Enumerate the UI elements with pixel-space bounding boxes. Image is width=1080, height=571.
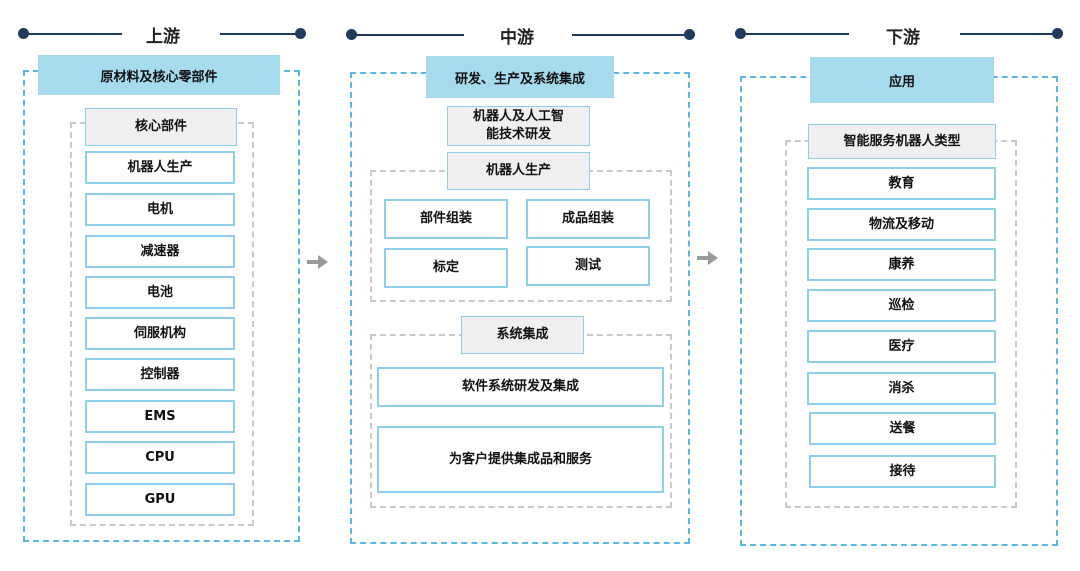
header-dot-left [18,28,29,39]
downstream-item: 巡检 [807,289,996,322]
production-item: 成品组装 [526,199,650,239]
upstream-item: GPU [85,483,235,516]
downstream-item: 教育 [807,167,996,200]
header-dot-left [346,29,357,40]
upstream-item: EMS [85,400,235,433]
header-dot-right [684,29,695,40]
upstream-item: 伺服机构 [85,317,235,350]
upstream-title: 上游 [146,27,180,47]
header-line-right [960,33,1058,35]
upstream-item: 电机 [85,193,235,226]
downstream-header: 应用 [810,57,994,103]
upstream-item: CPU [85,441,235,474]
upstream-item: 减速器 [85,235,235,268]
production-item: 部件组装 [384,199,508,239]
downstream-title: 下游 [886,28,920,48]
integration-title: 系统集成 [461,316,584,354]
rd-box: 机器人及人工智 能技术研发 [447,106,590,146]
rd-label: 机器人及人工智 能技术研发 [472,109,564,142]
header-line-left [741,33,849,35]
robot-types-title: 智能服务机器人类型 [808,124,996,159]
header-dot-right [295,28,306,39]
downstream-item: 消杀 [807,372,996,405]
header-line-right [220,33,300,35]
production-title: 机器人生产 [447,152,590,190]
upstream-header: 原材料及核心零部件 [38,55,280,95]
header-line-right [572,34,690,36]
production-item: 测试 [526,246,650,286]
header-dot-right [1052,28,1063,39]
header-dot-left [735,28,746,39]
header-line-left [352,34,464,36]
downstream-item: 康养 [807,248,996,281]
header-line-left [24,33,122,35]
midstream-header: 研发、生产及系统集成 [426,56,614,98]
midstream-title: 中游 [500,28,534,48]
upstream-item: 机器人生产 [85,151,235,184]
downstream-item: 接待 [809,455,996,488]
flow-arrow-icon [697,251,718,265]
upstream-item: 控制器 [85,358,235,391]
integration-item: 为客户提供集成品和服务 [377,426,664,493]
flow-arrow-icon [307,255,328,269]
core-parts-title: 核心部件 [85,108,237,146]
downstream-item: 物流及移动 [807,208,996,241]
downstream-item: 送餐 [809,412,996,445]
integration-item: 软件系统研发及集成 [377,367,664,407]
downstream-item: 医疗 [807,330,996,363]
upstream-item: 电池 [85,276,235,309]
production-item: 标定 [384,248,508,288]
